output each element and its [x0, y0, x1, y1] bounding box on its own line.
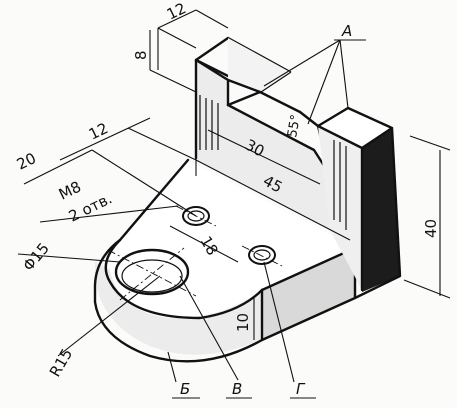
wall-left-block-edges: [194, 58, 262, 107]
dim-8: 8: [132, 50, 150, 60]
right-block-side-dark: [362, 128, 400, 292]
base-top-curve-edge: [104, 238, 264, 320]
base-top-front-edge: [260, 246, 357, 292]
v-groove-left-slope: [226, 90, 302, 114]
base-right-side-face: [262, 248, 355, 340]
label-b: Б: [180, 380, 190, 398]
label-g: Г: [296, 380, 306, 398]
dim-phi15: Φ15: [19, 239, 53, 274]
hatching: [199, 95, 347, 230]
label-a: А: [341, 22, 352, 40]
dim-12-top: 12: [164, 0, 189, 24]
wall-left-block-side: [228, 38, 290, 92]
dim-12-left: 12: [86, 119, 111, 144]
dim-20: 20: [14, 149, 39, 174]
base-rounded-side-face: [94, 262, 262, 355]
wall-front-face: [196, 60, 330, 230]
dim-40: 40: [422, 219, 440, 238]
right-block-top: [318, 108, 392, 148]
dimension-lines: [17, 9, 451, 383]
label-v: В: [232, 380, 242, 398]
right-block-outline: [316, 106, 402, 300]
dim-angle-55: 55°: [285, 113, 304, 138]
large-hole: [114, 248, 190, 296]
threaded-hole-lower: [248, 245, 276, 265]
dim-10: 10: [234, 313, 252, 332]
base-outline: [93, 158, 357, 363]
dim-m8: M8: [56, 178, 84, 204]
dim-r15: R15: [46, 345, 76, 380]
